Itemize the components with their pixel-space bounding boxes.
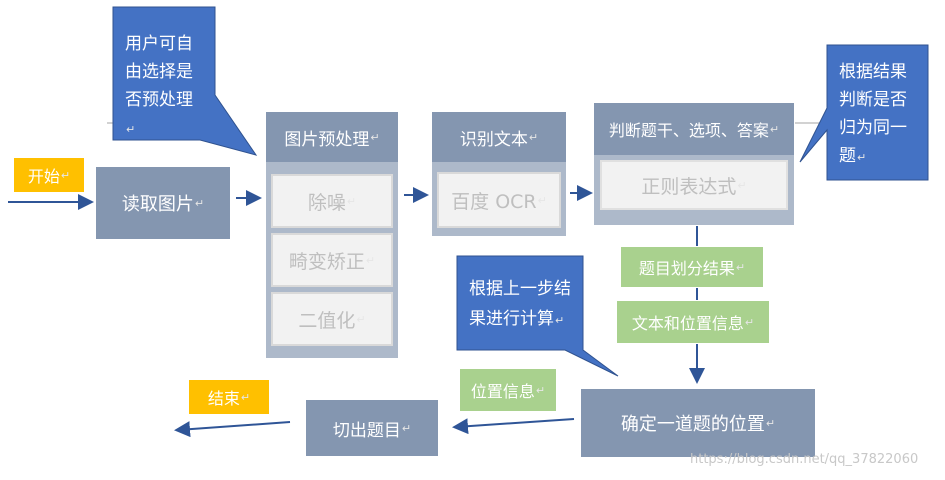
callout-compute-text: 根据上一步结果进行计算↵ (469, 279, 571, 329)
judge-step-regex: 正则表达式↵ (600, 160, 788, 210)
locate-question-node: 确定一道题的位置↵ (581, 389, 815, 457)
preprocess-title: 图片预处理↵ (266, 112, 398, 162)
position-info-label: 位置信息↵ (459, 368, 557, 412)
arrow-cut-to-end (174, 421, 291, 438)
cut-question-node: 切出题目↵ (306, 400, 438, 456)
split-result-label: 题目划分结果↵ (620, 246, 764, 288)
callout-preprocess-text: 用户可自由选择是否预处理↵ (125, 34, 193, 136)
recognize-title: 识别文本↵ (432, 112, 566, 162)
read-image-node: 读取图片↵ (96, 167, 230, 239)
callout-preprocess-shape (112, 6, 258, 156)
recognize-step-ocr: 百度 OCR↵ (437, 172, 561, 228)
judge-title: 判断题干、选项、答案↵ (594, 103, 794, 155)
preprocess-step-binarize: 二值化↵ (271, 292, 393, 346)
end-label: 结束↵ (188, 379, 270, 415)
arrow-locate-to-cut (452, 418, 575, 435)
preprocess-step-denoise: 除噪↵ (271, 174, 393, 228)
callout-compute-shape (456, 255, 619, 377)
start-label: 开始↵ (13, 157, 85, 193)
watermark: https://blog.csdn.net/qq_37822060 (690, 452, 919, 467)
callout-judge-shape (799, 44, 929, 181)
callout-judge-text: 根据结果判断是否归为同一题↵ (839, 62, 907, 166)
preprocess-step-distortion: 畸变矫正↵ (271, 233, 393, 287)
text-position-label: 文本和位置信息↵ (616, 300, 770, 344)
